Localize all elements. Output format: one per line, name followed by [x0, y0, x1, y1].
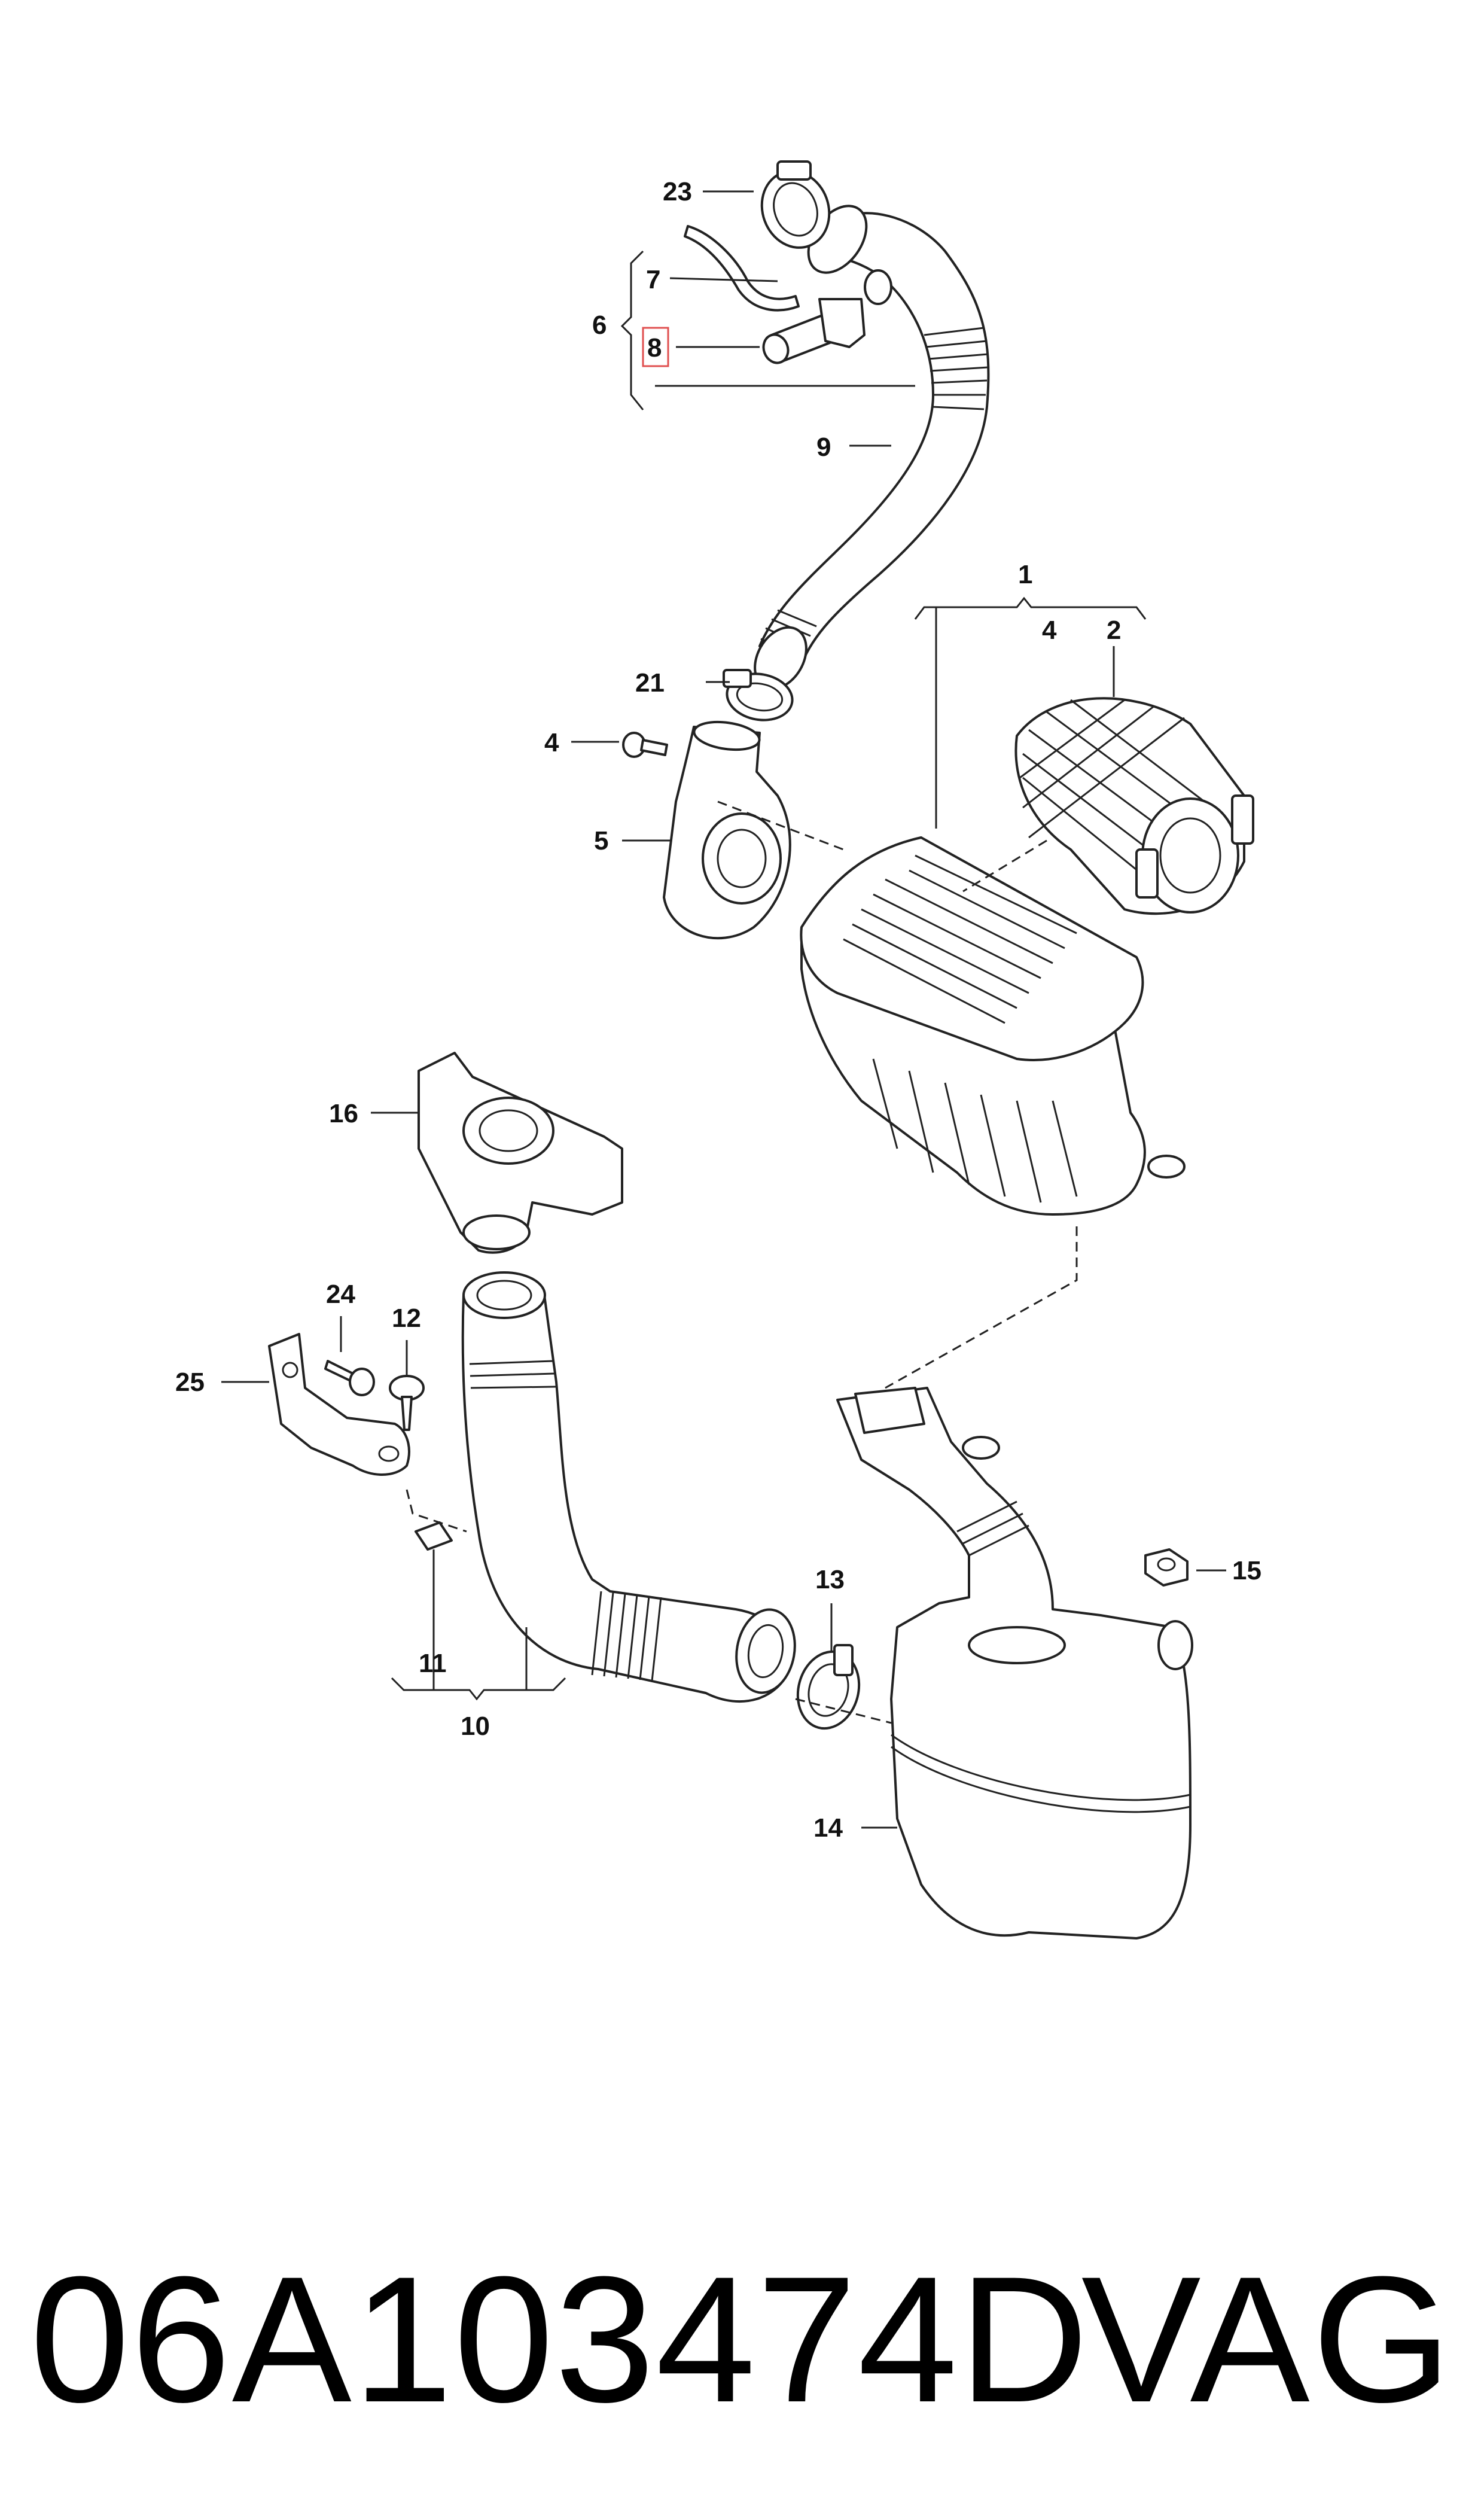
callout-15: 15 [1232, 1556, 1261, 1585]
part-number: 06A103474D [30, 2239, 1090, 2440]
leader-lines [221, 190, 1226, 1829]
callout-24: 24 [326, 1280, 355, 1309]
nut-15 [1144, 1548, 1189, 1587]
intake-elbow-5 [663, 720, 791, 940]
hose-clamp-13 [796, 1644, 861, 1730]
callout-13: 13 [815, 1565, 845, 1594]
footer: 06A103474D VAG [0, 2213, 1484, 2518]
air-filter-housing-1 [800, 836, 1186, 1216]
callout-1: 1 [1018, 560, 1032, 589]
callout-12: 12 [392, 1304, 421, 1333]
group-bracket-6 [620, 250, 915, 410]
callout-4-bolt: 4 [544, 728, 559, 757]
bracket-25 [268, 1333, 410, 1476]
hose-clamp-23 [760, 160, 831, 249]
resonator-14 [836, 1387, 1193, 1940]
screw-12 [389, 1375, 425, 1431]
callout-14: 14 [813, 1813, 843, 1843]
callout-23: 23 [663, 177, 692, 206]
clip-nut-11 [415, 1521, 453, 1551]
air-filter-element-2 [1014, 697, 1254, 915]
callout-11: 11 [419, 1649, 447, 1678]
dashed-lines [406, 800, 1078, 1724]
callout-8-highlight-box [642, 327, 669, 367]
callout-2: 2 [1107, 616, 1121, 645]
exploded-parts-diagram: 23 7 6 8 9 1 4 2 21 4 5 16 24 12 25 13 1… [175, 160, 1261, 1940]
hose-clamp-21 [723, 669, 794, 721]
bolt-4 [622, 732, 668, 758]
callout-8: 8 [647, 333, 662, 363]
pcv-connector-8 [762, 269, 892, 364]
callout-21: 21 [635, 668, 665, 698]
group-bracket-1 [914, 596, 1147, 829]
callout-16: 16 [329, 1099, 358, 1128]
callout-6: 6 [592, 310, 607, 340]
brand-label: VAG [1081, 2239, 1454, 2440]
intake-pipe-10 [461, 1271, 796, 1703]
callout-9: 9 [816, 433, 831, 462]
upper-intake-hose [754, 205, 990, 690]
vent-hose-7 [684, 225, 800, 312]
callout-10: 10 [461, 1712, 490, 1741]
callout-4-filter: 4 [1042, 616, 1057, 645]
intake-duct-16 [418, 1052, 623, 1254]
callout-5: 5 [594, 826, 608, 855]
callout-25: 25 [175, 1368, 205, 1397]
callout-7: 7 [646, 265, 660, 294]
bolt-24 [324, 1360, 375, 1396]
